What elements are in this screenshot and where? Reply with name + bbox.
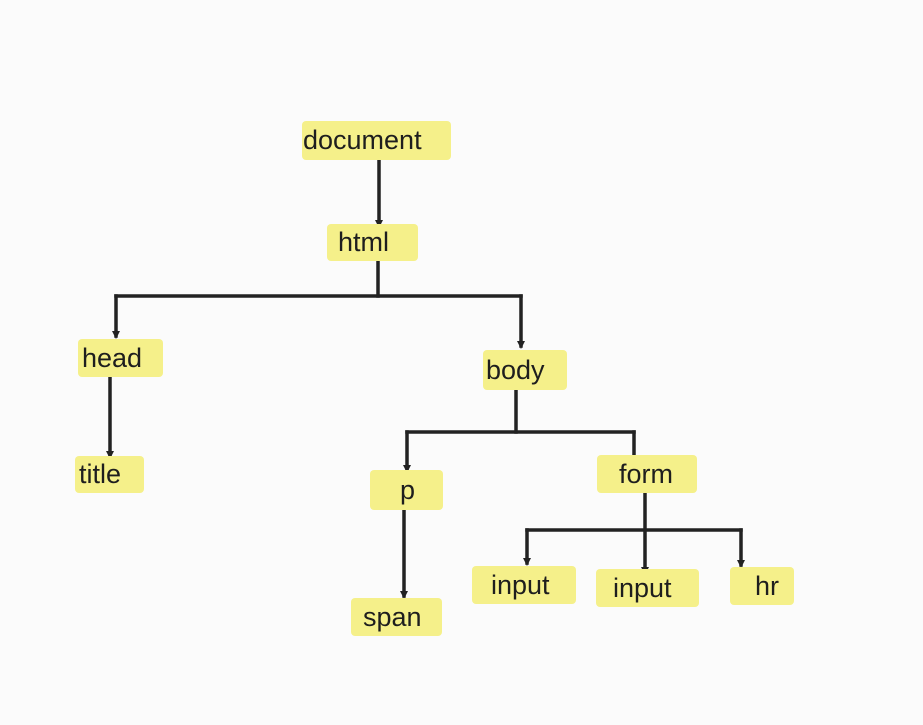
node-html-label: html xyxy=(338,227,390,257)
node-p-label: p xyxy=(400,474,416,505)
node-head: head xyxy=(78,339,163,377)
node-span-label: span xyxy=(363,601,422,632)
node-form-label: form xyxy=(619,458,673,489)
node-body: body xyxy=(483,350,567,390)
node-input-2-label: input xyxy=(613,572,672,603)
node-body-label: body xyxy=(486,354,545,385)
node-document-label: document xyxy=(303,125,422,155)
node-title: title xyxy=(75,456,144,493)
node-title-label: title xyxy=(79,459,122,489)
node-span: span xyxy=(351,598,442,636)
node-input-1-label: input xyxy=(491,569,550,600)
node-hr: hr xyxy=(730,567,794,605)
node-input-2: input xyxy=(596,569,699,607)
node-hr-label: hr xyxy=(755,570,780,601)
node-input-1: input xyxy=(472,566,576,604)
node-head-label: head xyxy=(82,342,143,373)
node-document: document xyxy=(302,121,451,160)
node-form: form xyxy=(597,455,697,493)
node-html: html xyxy=(327,224,418,261)
node-p: p xyxy=(370,470,443,510)
